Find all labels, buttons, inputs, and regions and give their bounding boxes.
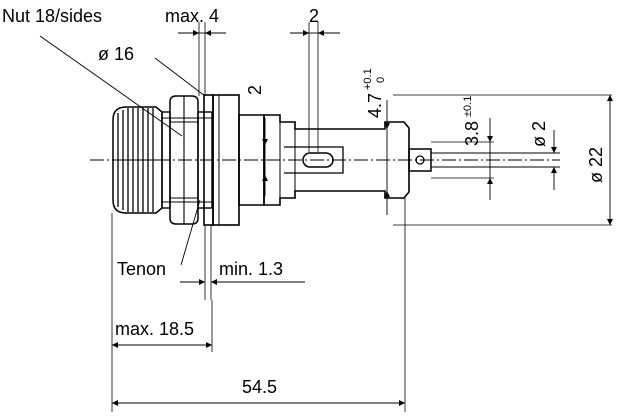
label-max4: max. 4 xyxy=(165,6,219,26)
leader-nut xyxy=(39,35,183,137)
contact-slot xyxy=(284,146,344,174)
tol38-pm: ±0.1 xyxy=(462,96,474,117)
label-tenon: Tenon xyxy=(117,259,166,279)
label-two-left: 2 xyxy=(245,85,265,95)
label-dia22: ø 22 xyxy=(586,147,606,183)
tol47-plus: +0.1 xyxy=(362,68,374,90)
leader-dia16 xyxy=(154,57,206,97)
connector-body xyxy=(112,94,560,226)
hex-nut xyxy=(169,95,199,225)
knurled-cap xyxy=(112,106,163,214)
label-two-top: 2 xyxy=(309,6,319,26)
tol47-minus: 0 xyxy=(375,77,387,83)
label-tol38: 3.8 ±0.1 xyxy=(462,96,482,146)
label-dia16: ø 16 xyxy=(98,44,134,64)
contact-hole xyxy=(302,152,334,168)
label-54-5: 54.5 xyxy=(242,377,277,397)
extension-lines xyxy=(111,22,612,412)
leader-tenon xyxy=(180,199,201,266)
dimension-lines xyxy=(112,30,613,406)
label-tol47: 4.7 +0.1 0 xyxy=(362,68,387,118)
label-dia2: ø 2 xyxy=(529,121,549,147)
label-nut: Nut 18/sides xyxy=(2,6,102,26)
tol47-base: 4.7 xyxy=(365,93,385,118)
label-min13: min. 1.3 xyxy=(219,259,283,279)
leader-lines xyxy=(39,35,206,266)
thread xyxy=(161,111,171,209)
label-max185: max. 18.5 xyxy=(115,319,194,339)
tol38-base: 3.8 xyxy=(462,121,482,146)
solder-tag xyxy=(408,148,432,172)
